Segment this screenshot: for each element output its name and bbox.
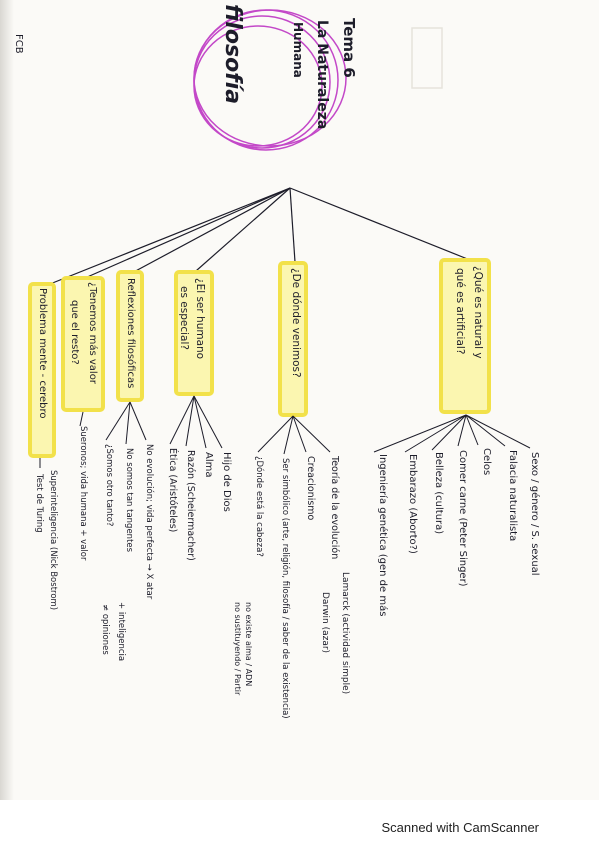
- branch-3-item: Alma: [203, 452, 214, 478]
- page-shadow: [0, 0, 14, 800]
- branch-2-item: Teoría de la evolución: [329, 456, 340, 560]
- branch-4-item: No evolución; vida perfecta → X atar: [144, 444, 154, 600]
- branch-6-item: Superinteligencia (Nick Bostrom): [48, 470, 58, 611]
- branch-5-item: Sueronos; vida humana + valor: [78, 426, 88, 561]
- branch-2-heading: ¿De dónde venimos?: [290, 268, 302, 378]
- branch-1-item: Embarazo (Aborto?): [407, 454, 418, 554]
- branch-1-item: Falacia naturalista: [507, 450, 518, 542]
- branch-2-item: Ser simbólico (arte, religión, filosofía…: [280, 458, 290, 719]
- scanner-footer: Scanned with CamScanner: [0, 800, 599, 848]
- branch-6-heading: Problema mente - cerebro: [37, 288, 48, 419]
- branch-4-subitem: + inteligencia: [116, 602, 126, 662]
- title-doodle: [193, 9, 347, 151]
- branch-3-heading-line-1: ¿El ser humano: [194, 278, 206, 360]
- branch-3-item: Ética (Aristóteles): [167, 448, 178, 533]
- branch-2-item: Creacionismo: [305, 456, 316, 521]
- branch-2-subitem: Darwin (azar): [320, 592, 330, 654]
- branch-lines: [44, 187, 471, 287]
- branch-1-item: Ingeniería genética (gen de más: [377, 454, 388, 617]
- branch-1-heading-line-1: ¿Qué es natural y: [472, 266, 484, 359]
- branch-1-item: Belleza (cultura): [433, 452, 444, 535]
- initials: FCB: [13, 34, 24, 54]
- branch-4-heading: Reflexiones filosóficas: [125, 278, 136, 389]
- footer-text: Scanned with CamScanner: [381, 820, 539, 835]
- branch-1-item: Comer carne (Peter Singer): [457, 450, 468, 587]
- branch-2-subitem: Lamarck (actividad simple): [340, 572, 350, 695]
- branch-4-subitem: ≠ opiniones: [100, 604, 110, 655]
- sub-branch-lines: [39, 395, 531, 468]
- branch-4-item: ¿Somos otro tanto?: [104, 444, 114, 527]
- branch-1-heading-line-2: qué es artificial?: [454, 268, 466, 355]
- title-line-2: La Naturaleza: [314, 20, 330, 130]
- branch-2-subitem: no sustituyendo / Partir: [233, 602, 242, 696]
- branch-2-item: ¿Dónde está la cabeza?: [254, 456, 264, 557]
- branch-2-subitem: no existe alma / ADN: [244, 602, 253, 687]
- branch-1-item: Celos: [481, 448, 492, 476]
- branch-3-heading-line-2: es especial?: [178, 286, 190, 350]
- mindmap-drawing: [28, 9, 531, 468]
- branch-5-heading-line-1: ¿Tenemos más valor: [87, 282, 98, 384]
- branch-4-item: No somos tan tangentes: [124, 448, 134, 553]
- branch-3-item: Hijo de Dios: [221, 452, 232, 512]
- title-line-3: Humana: [291, 22, 305, 78]
- branch-3-item: Razón (Scheiermacher): [185, 450, 196, 561]
- branch-6-item: Test de Turing: [34, 474, 44, 533]
- title-line-1: Tema 6: [340, 18, 358, 78]
- branch-1-item: Sexo / género / S. sexual: [529, 452, 540, 576]
- subject-title: filosofía: [220, 4, 245, 105]
- heading-boxes: [28, 258, 491, 458]
- branch-5-heading-line-2: que el resto?: [69, 300, 80, 365]
